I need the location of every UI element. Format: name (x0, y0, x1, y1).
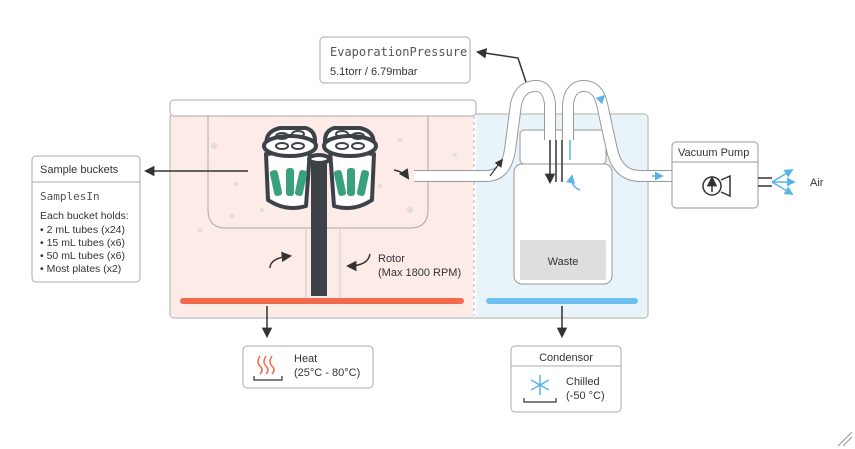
heat-label: Heat (294, 353, 317, 365)
sample-buckets-variable: SamplesIn (40, 190, 100, 203)
waste-container: Waste (513, 110, 613, 285)
rotation-arrow-right (345, 253, 371, 272)
evaporation-pressure-title: EvaporationPressure (330, 45, 467, 59)
condensor-label: Chilled (566, 376, 600, 388)
waste-label: Waste (548, 256, 579, 268)
snowflake-icon (530, 375, 550, 395)
evaporation-pressure-value: 5.1torr / 6.79mbar (330, 66, 418, 78)
heat-icon (257, 355, 275, 375)
rotor-wells (275, 130, 365, 150)
condensor-title: Condensor (539, 352, 593, 364)
sample-buckets-intro: Each bucket holds: (40, 210, 129, 222)
vacuum-pump-label: Vacuum Pump (678, 147, 749, 159)
heat-range: (25°C - 80°C) (294, 367, 360, 379)
sample-bucket-item: • 50 mL tubes (x6) (40, 250, 125, 262)
vacuum-pump-box: Vacuum Pump (671, 141, 759, 209)
heat-bar (180, 298, 464, 304)
rotor-speed: (Max 1800 RPM) (378, 267, 461, 279)
pump-icon (702, 174, 731, 198)
sample-buckets-title: Sample buckets (40, 164, 119, 176)
sample-bucket-item: • 2 mL tubes (x24) (40, 224, 125, 236)
condensor-temp: (-50 °C) (566, 390, 605, 402)
air-outlet: Air (758, 169, 824, 195)
resize-grip-icon[interactable] (837, 431, 853, 447)
sample-bucket-item: • 15 mL tubes (x6) (40, 237, 125, 249)
air-label: Air (810, 177, 824, 189)
sample-buckets-box: Sample buckets SamplesIn Each bucket hol… (31, 155, 141, 283)
centrifuge-lid (169, 99, 477, 117)
sample-bucket-item: • Most plates (x2) (40, 263, 121, 275)
rotor-shaft (311, 160, 327, 296)
rotation-arrow-left (269, 251, 293, 269)
evaporation-pressure-box: EvaporationPressure 5.1torr / 6.79mbar (319, 36, 471, 84)
rotor-head (262, 126, 378, 210)
heat-box: Heat (25°C - 80°C) (242, 345, 374, 389)
condensor-box: Condensor Chilled (-50 °C) (510, 345, 622, 413)
evaporation-arrow (475, 48, 529, 89)
rotor-label: Rotor (378, 253, 405, 265)
cold-bar (486, 298, 638, 304)
vapor-tubing (393, 79, 672, 182)
